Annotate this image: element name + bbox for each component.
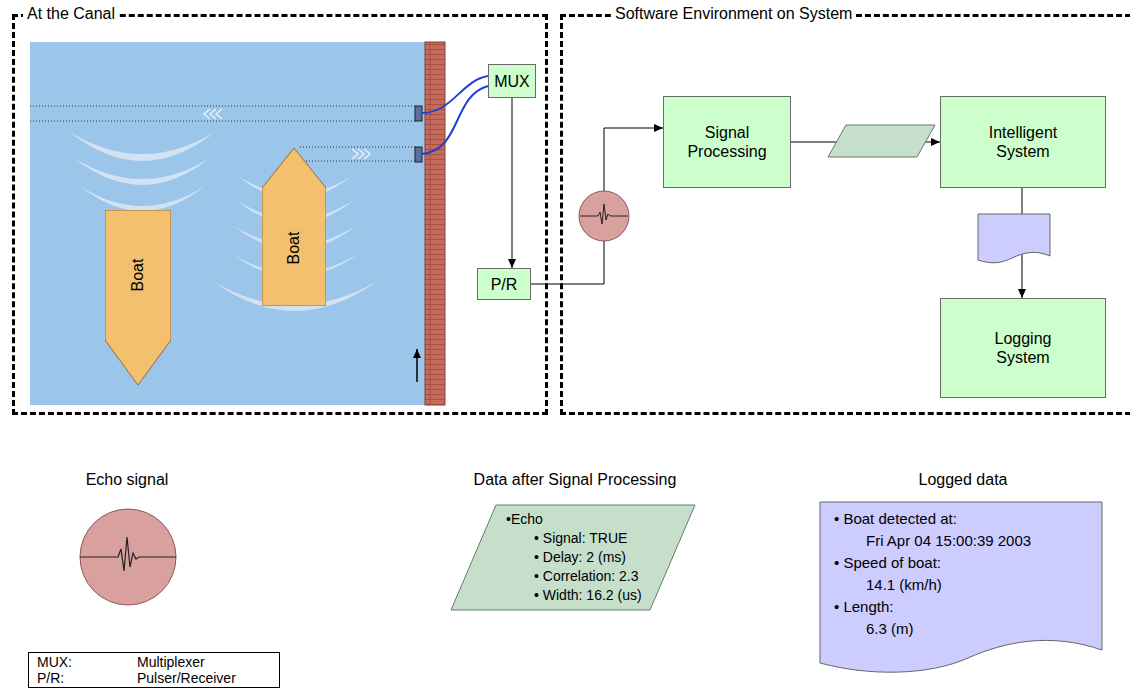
document-outline xyxy=(820,502,1102,672)
echo-icon xyxy=(579,191,629,241)
wave-crescents xyxy=(74,158,210,185)
pulser-receiver-box: P/R xyxy=(477,268,531,300)
sensor-beams xyxy=(30,106,415,161)
wave-crescents xyxy=(70,132,215,161)
boat-node: Boat xyxy=(105,210,171,385)
parallelogram-outline xyxy=(451,505,695,610)
boat-node: Boat xyxy=(262,148,326,306)
beam-chevrons xyxy=(204,109,370,159)
abbreviation-meaning: Pulser/Receiver xyxy=(137,670,236,686)
abbreviation-meaning: Multiplexer xyxy=(137,654,205,670)
box-label: Logging System xyxy=(973,329,1073,367)
region-heading: At the Canal xyxy=(23,4,119,24)
canal-water xyxy=(30,42,425,405)
sensor-beams xyxy=(30,106,415,107)
sensor-cables xyxy=(422,76,488,154)
ultrasonic-sensors xyxy=(415,147,422,162)
connector-arrow xyxy=(531,128,663,284)
connector-arrow xyxy=(512,98,513,268)
abbreviation: MUX: xyxy=(37,654,72,670)
box-label: Intelligent System xyxy=(968,123,1078,161)
data-parallelogram-icon xyxy=(828,125,935,157)
beam-chevrons xyxy=(352,149,358,159)
beam-chevrons xyxy=(364,149,370,159)
log-document xyxy=(818,470,1108,675)
log-entry: Fri Apr 04 15:00:39 2003 xyxy=(866,532,1031,550)
echo-signal-circle xyxy=(80,509,176,605)
sensor-cables xyxy=(422,76,488,113)
canal-wall xyxy=(425,42,445,405)
boat-label: Boat xyxy=(285,232,303,265)
ultrasonic-sensors xyxy=(415,106,422,162)
beam-chevrons xyxy=(216,109,222,119)
boat-label: Boat xyxy=(129,259,147,292)
data-field: • Delay: 2 (ms) xyxy=(534,548,626,566)
legendbox-node: MUX: MultiplexerP/R: Pulser/Receiver xyxy=(28,652,280,688)
echo-signal-circle xyxy=(80,509,176,605)
wave-crescents xyxy=(80,186,205,211)
box-label: Signal Processing xyxy=(668,123,786,161)
system-region: At the CanalMUXP/RBoatBoat xyxy=(12,14,548,415)
log-entry: 14.1 (km/h) xyxy=(866,576,942,594)
log-entry: • Speed of boat: xyxy=(834,554,941,572)
log-entry: • Boat detected at: xyxy=(834,510,957,528)
para-node: Data after Signal Processing •Echo• Signa… xyxy=(440,470,710,612)
canal-wall xyxy=(425,42,445,405)
echo-icon xyxy=(580,204,628,224)
beam-chevrons xyxy=(358,149,364,159)
pulse-arrow xyxy=(416,349,418,382)
canal-water xyxy=(30,42,425,405)
sensor-beams xyxy=(30,121,415,122)
figure-caption: Echo signal xyxy=(86,470,169,490)
process-box: Signal Processing xyxy=(663,96,791,188)
data-parallelogram-icon xyxy=(828,125,935,157)
multiplexer-box: MUX xyxy=(488,64,536,98)
process-box: Intelligent System xyxy=(940,96,1106,188)
box-label: P/R xyxy=(491,275,518,294)
echo-icon xyxy=(579,191,629,241)
boat-outline xyxy=(105,210,171,385)
panel-heading: Data after Signal Processing xyxy=(440,470,710,490)
sensor-beams xyxy=(300,161,415,162)
boat-outline xyxy=(262,148,326,306)
pulse-arrow xyxy=(417,349,418,382)
boat-hull xyxy=(262,148,326,306)
sensor-beams xyxy=(300,147,415,148)
abbreviation: P/R: xyxy=(37,670,64,686)
data-field: • Correlation: 2.3 xyxy=(534,567,639,585)
boat-hull xyxy=(105,210,171,385)
log-document-icon xyxy=(978,214,1050,263)
log-document-icon xyxy=(978,214,1050,263)
data-field: •Echo xyxy=(506,510,543,528)
log-entry: 6.3 (m) xyxy=(866,620,914,638)
sensor-cables xyxy=(422,86,488,154)
system-region: Software Environment on SystemSignal Pro… xyxy=(560,14,1130,415)
panel-heading: Logged data xyxy=(818,470,1108,490)
data-field: • Signal: TRUE xyxy=(534,529,627,547)
ultrasonic-sensors xyxy=(415,106,422,121)
log-entry: • Length: xyxy=(834,598,893,616)
data-field: • Width: 16.2 (us) xyxy=(534,586,642,604)
region-heading: Software Environment on System xyxy=(611,4,856,24)
echo-signal-circle xyxy=(80,537,176,571)
process-box: Logging System xyxy=(940,298,1106,398)
box-label: MUX xyxy=(494,72,530,91)
doc-node: Logged data • Boat detected at: Fri Apr 04… xyxy=(818,470,1108,675)
